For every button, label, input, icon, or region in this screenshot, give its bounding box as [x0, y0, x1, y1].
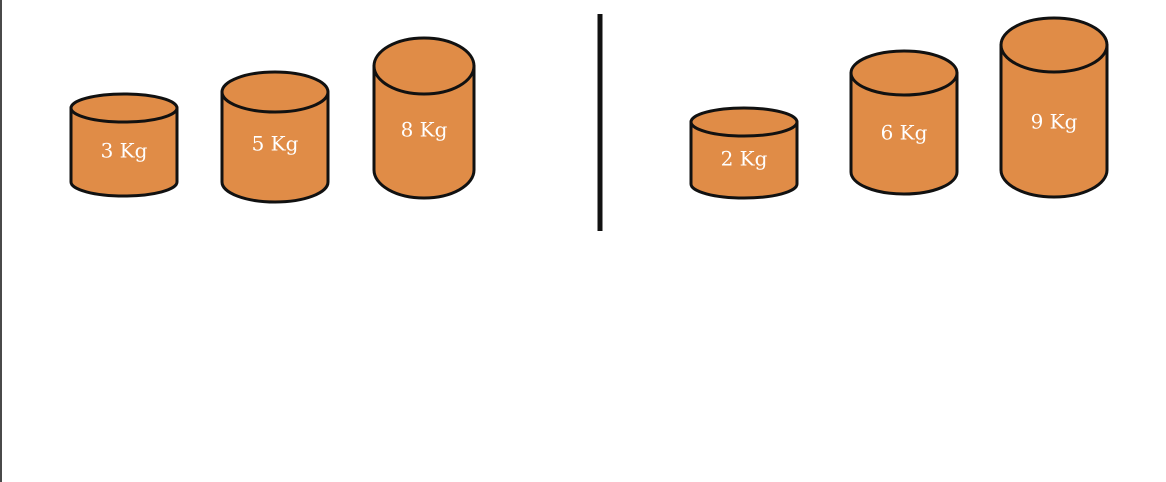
weight-top: [689, 106, 799, 138]
weight-top: [69, 92, 179, 124]
weight-body: [69, 106, 179, 198]
weight-left-1: 3 Kg: [69, 92, 179, 198]
weight-top: [372, 36, 476, 96]
weight-right-3: 9 Kg: [999, 16, 1109, 199]
left-border: [0, 0, 2, 482]
right-weights-group: 2 Kg 6 Kg 9 Kg: [689, 16, 1109, 200]
weight-left-2: 5 Kg: [220, 70, 330, 204]
weight-body: [689, 120, 799, 200]
weight-top: [849, 49, 959, 97]
left-weights-group: 3 Kg 5 Kg 8 Kg: [69, 36, 476, 204]
weight-body: [220, 90, 330, 204]
weight-left-3: 8 Kg: [372, 36, 476, 200]
weight-label: 5 Kg: [252, 132, 299, 156]
weight-label: 6 Kg: [881, 121, 928, 145]
weight-body: [372, 64, 476, 200]
weight-label: 2 Kg: [721, 147, 768, 171]
weight-body: [849, 71, 959, 196]
weight-top: [999, 16, 1109, 74]
weight-label: 3 Kg: [101, 139, 148, 163]
weight-right-1: 2 Kg: [689, 106, 799, 200]
weight-label: 9 Kg: [1031, 110, 1078, 134]
weight-right-2: 6 Kg: [849, 49, 959, 196]
weight-body: [999, 43, 1109, 199]
weight-label: 8 Kg: [401, 118, 448, 142]
weight-top: [220, 70, 330, 114]
